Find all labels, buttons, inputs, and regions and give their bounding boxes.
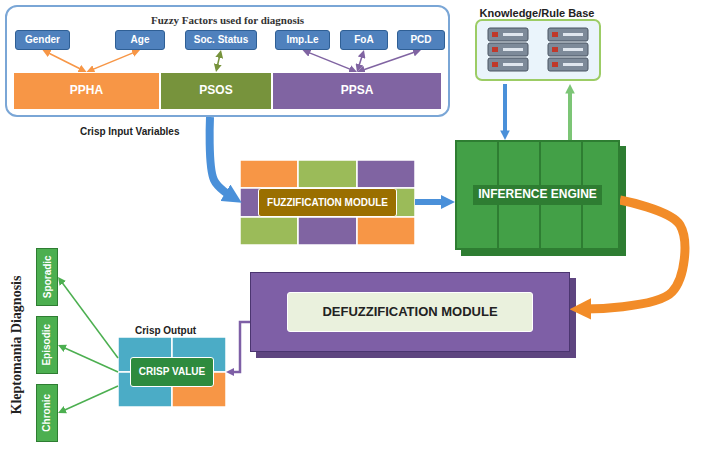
connector <box>359 55 363 66</box>
connector <box>362 52 415 70</box>
node-text: PSOS <box>199 84 232 98</box>
node-text: PPSA <box>341 84 374 98</box>
factor-panel: Fuzzy Factors used for diagnosisGender Ag… <box>5 5 450 117</box>
flow-label: Crisp Input Variables <box>80 121 179 139</box>
flow-label: Crisp Output <box>135 320 196 338</box>
connector <box>217 55 220 66</box>
node-text: Knowledge/Rule Base <box>480 7 595 20</box>
node-text: Sporadic <box>41 256 53 299</box>
factor-box: Imp.Le <box>275 30 330 50</box>
connector <box>48 53 82 70</box>
connector <box>92 52 135 70</box>
fuzzification-module: FUZZIFICATION MODULE <box>240 160 415 245</box>
diagnosis-title: Kleptomania Diagnosis <box>7 276 25 415</box>
node-text: PPHA <box>70 84 103 98</box>
node-text: Chronic <box>41 394 53 432</box>
label-text: Crisp Output <box>135 325 196 336</box>
connector <box>210 117 231 196</box>
diagnosis-box: Chronic <box>36 384 58 442</box>
node-text: Imp.Le <box>286 34 318 46</box>
factor-box: Age <box>115 30 165 50</box>
node-text: Age <box>131 34 150 46</box>
inference-engine: INFERENCE ENGINE <box>455 140 620 250</box>
node-text: Soc. Status <box>194 34 248 46</box>
diagnosis-box: Sporadic <box>36 248 58 306</box>
factor-box: Soc. Status <box>185 30 257 50</box>
group-bar: PSOS <box>160 72 272 110</box>
label-text: Kleptomania Diagnosis <box>9 276 24 415</box>
node-text: FoA <box>354 34 373 46</box>
connector <box>63 386 118 411</box>
node-text: CRISP VALUE <box>130 357 214 387</box>
factor-box: Gender <box>15 30 70 50</box>
factor-box: PCD <box>397 30 445 50</box>
group-bar: PPSA <box>272 72 442 110</box>
connector <box>63 347 118 372</box>
node-text: FUZZIFICATION MODULE <box>258 188 397 218</box>
node-text: INFERENCE ENGINE <box>473 185 602 205</box>
fuzzification-blocks <box>240 160 415 245</box>
database-icon <box>476 20 600 80</box>
connector <box>61 282 118 359</box>
node-text: Episodic <box>41 324 53 366</box>
knowledge-base: Knowledge/Rule Base <box>462 2 612 84</box>
label-text: Crisp Input Variables <box>80 126 179 137</box>
connector <box>568 91 572 140</box>
connector <box>308 52 352 70</box>
connector <box>415 199 445 205</box>
node-text: PCD <box>410 34 431 46</box>
defuzzification-module: DEFUZZIFICATION MODULE <box>250 272 570 352</box>
connector <box>503 84 507 133</box>
connector <box>232 322 250 372</box>
node-text: Gender <box>25 34 60 46</box>
diagnosis-box: Episodic <box>36 316 58 374</box>
node-text: Fuzzy Factors used for diagnosis <box>151 14 304 27</box>
crisp-blocks <box>118 337 226 407</box>
crisp-value: CRISP VALUE <box>118 337 226 407</box>
factor-box: FoA <box>340 30 388 50</box>
group-bar: PPHA <box>13 72 160 110</box>
node-text: DEFUZZIFICATION MODULE <box>287 292 532 333</box>
